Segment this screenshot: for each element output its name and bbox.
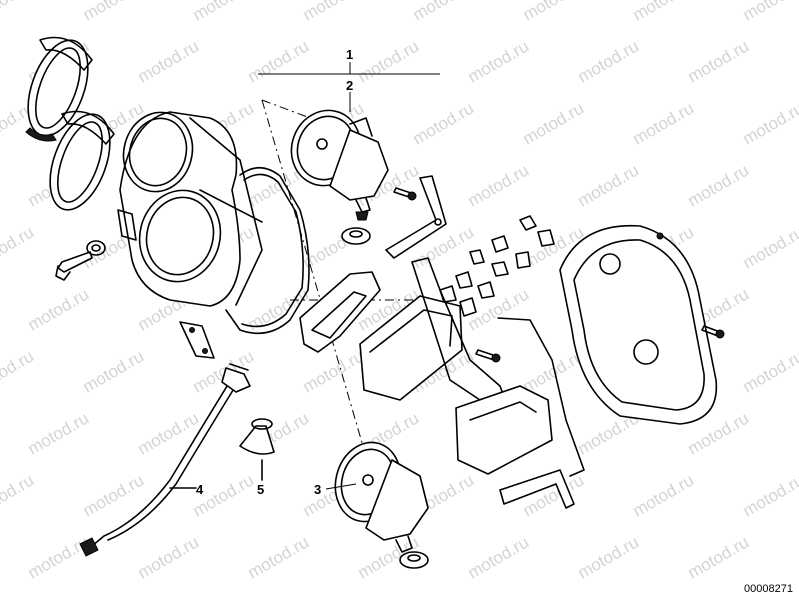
callout-2: 2 xyxy=(346,78,354,93)
callout-1-bracket xyxy=(258,62,440,75)
circuit-board-assembly xyxy=(359,257,585,509)
callout-5: 5 xyxy=(257,482,265,497)
trim-ring-small xyxy=(49,110,115,211)
gauge-housing-front xyxy=(117,111,263,307)
rear-cover xyxy=(559,224,718,425)
tachometer-nut xyxy=(399,551,429,569)
callout-leaders xyxy=(261,92,357,490)
screw-upper xyxy=(393,187,417,201)
housing-gasket xyxy=(225,166,310,335)
speedometer-gauge xyxy=(290,109,389,221)
mounting-bolt-left xyxy=(55,240,106,281)
speedometer-cable xyxy=(79,363,251,557)
callout-3: 3 xyxy=(314,482,322,497)
tachometer-gauge xyxy=(334,441,429,553)
speedometer-nut xyxy=(341,227,371,245)
lamp-sockets xyxy=(439,215,555,317)
rubber-cap xyxy=(239,418,275,481)
mounting-plate xyxy=(179,321,215,359)
screw-right xyxy=(701,325,725,339)
callout-4: 4 xyxy=(196,482,204,497)
document-id: 00008271 xyxy=(744,583,793,595)
screw-middle xyxy=(475,349,501,363)
callout-1: 1 xyxy=(346,47,354,62)
gauge-carrier xyxy=(299,271,381,353)
l-bracket xyxy=(385,175,447,259)
